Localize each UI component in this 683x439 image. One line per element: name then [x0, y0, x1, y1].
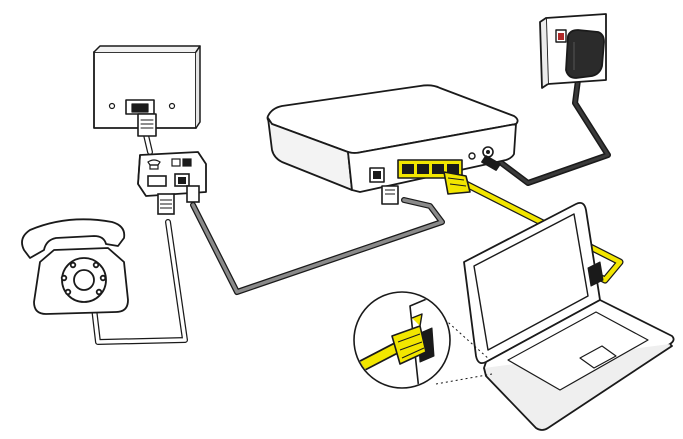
power-adapter-icon — [539, 13, 607, 89]
rotary-telephone-icon — [21, 218, 129, 315]
laptop-icon — [463, 201, 675, 431]
router-icon — [266, 84, 519, 205]
microfilter-adapter-icon — [137, 151, 207, 215]
wall-phone-socket-icon — [93, 45, 201, 137]
